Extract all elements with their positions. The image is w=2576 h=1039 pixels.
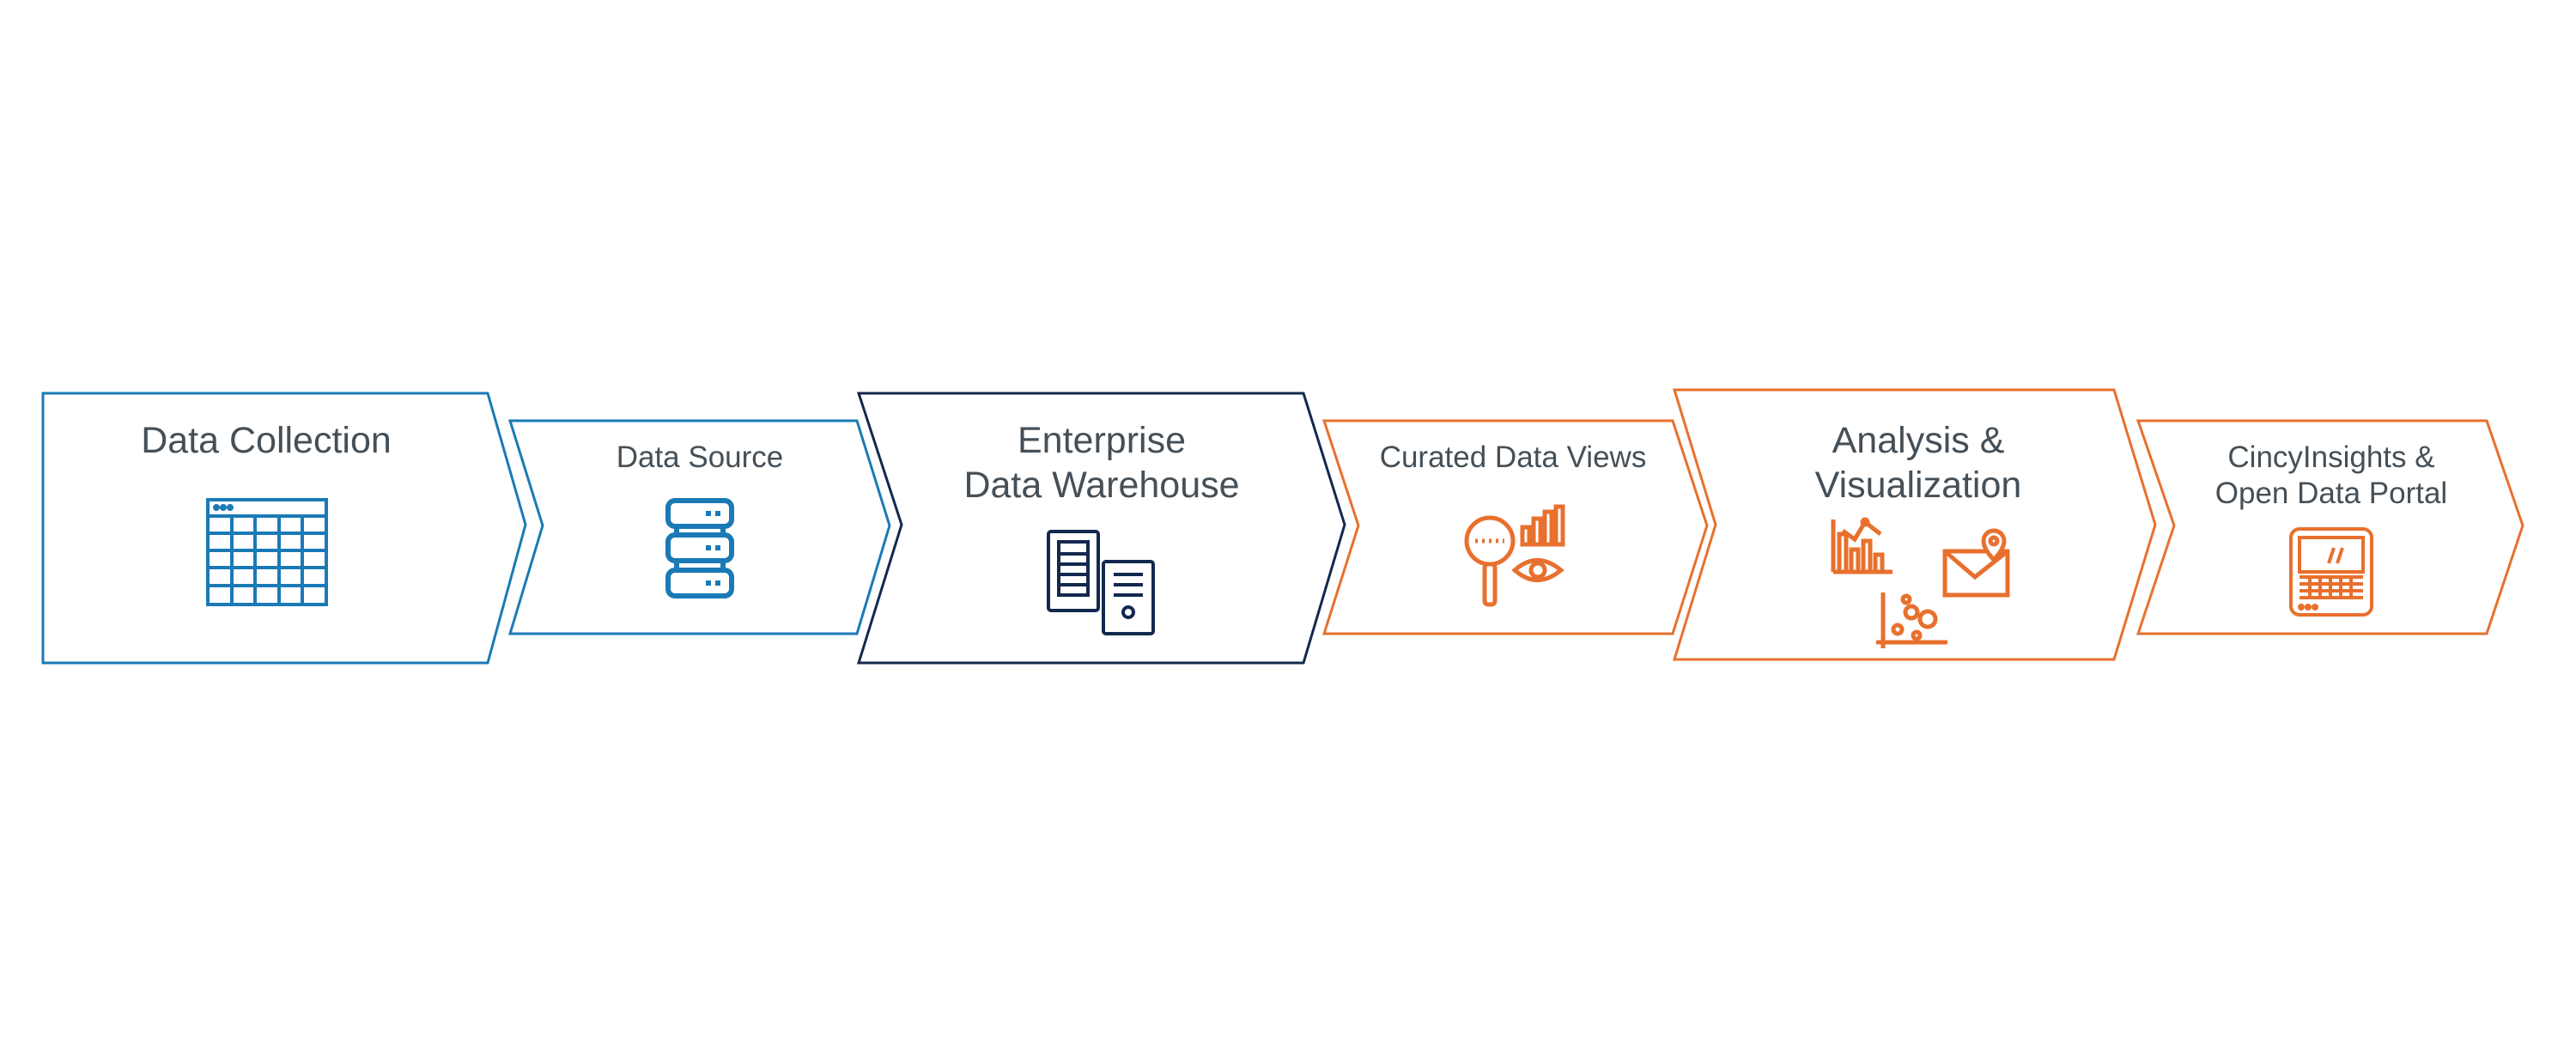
step-data-source-chevron — [507, 419, 891, 635]
step-data-source-title: Data Source — [617, 441, 784, 474]
step-curated-data-views-title: Curated Data Views — [1380, 441, 1647, 474]
step-curated-data-views-chevron — [1321, 419, 1709, 635]
database-stack-icon — [665, 498, 734, 598]
step-cincyinsights-open-data-portal-chevron — [2136, 419, 2524, 635]
step-data-collection-title: Data Collection — [141, 420, 392, 461]
step-analysis-visualization: Analysis & Visualization — [1672, 388, 2157, 661]
step-data-collection-chevron — [41, 392, 527, 665]
step-enterprise-data-warehouse-title-line2: Data Warehouse — [963, 465, 1239, 506]
step-cincyinsights-open-data-portal: CincyInsights & Open Data Portal — [2136, 419, 2524, 635]
step-cincyinsights-title-line2: Open Data Portal — [2215, 477, 2447, 510]
step-curated-data-views: Curated Data Views — [1321, 419, 1709, 635]
step-data-collection: Data Collection — [41, 392, 527, 665]
spreadsheet-icon — [206, 498, 328, 606]
step-enterprise-data-warehouse-chevron — [856, 392, 1346, 665]
magnifier-chart-eye-icon — [1464, 504, 1565, 607]
step-analysis-visualization-title-line1: Analysis & — [1832, 420, 2005, 461]
step-analysis-visualization-chevron — [1672, 388, 2157, 661]
laptop-icon — [2289, 527, 2373, 617]
step-enterprise-data-warehouse: Enterprise Data Warehouse — [856, 392, 1346, 665]
step-analysis-visualization-title-line2: Visualization — [1815, 465, 2022, 506]
server-computer-icon — [1047, 530, 1155, 635]
charts-and-map-icon — [1831, 517, 2010, 648]
step-data-source: Data Source — [507, 419, 891, 635]
step-enterprise-data-warehouse-title-line1: Enterprise — [1018, 420, 1186, 461]
step-cincyinsights-title-line1: CincyInsights & — [2227, 441, 2434, 474]
